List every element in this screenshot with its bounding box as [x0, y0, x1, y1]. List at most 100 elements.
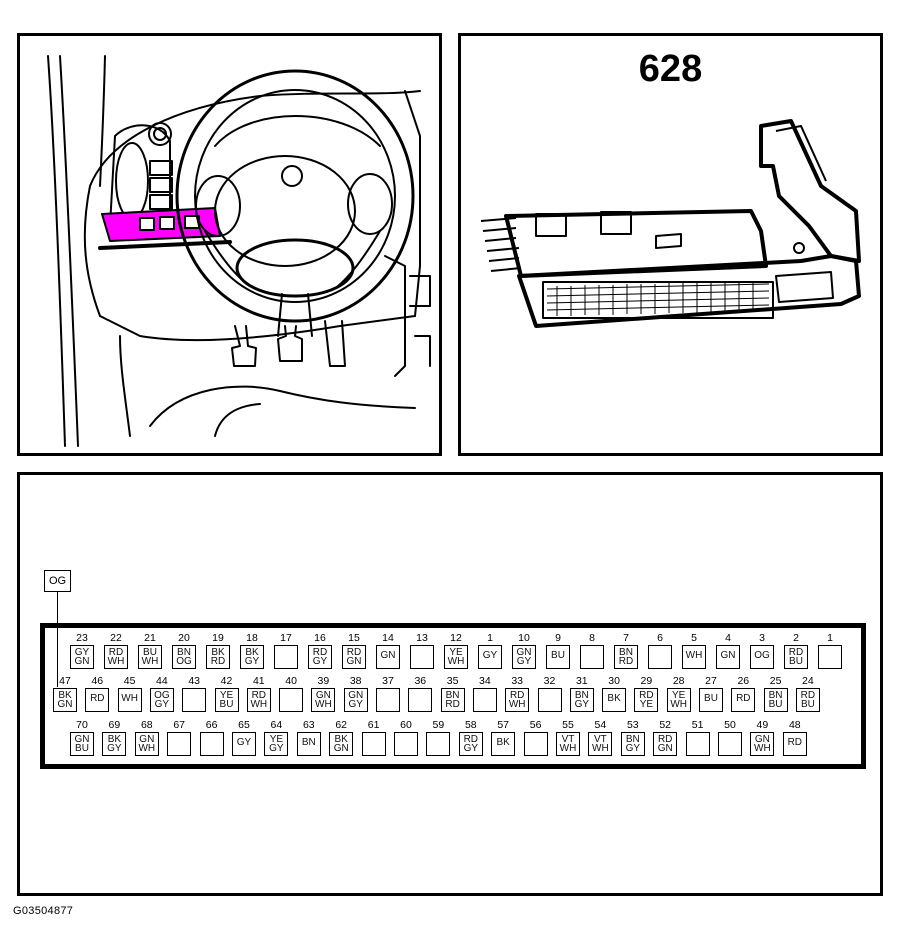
- wire-color-code: BU: [219, 699, 234, 710]
- pin-cavity: [580, 645, 604, 669]
- wire-color-code: WH: [107, 656, 125, 667]
- pin-number: 12: [450, 632, 462, 644]
- wire-color-code: RD: [618, 656, 634, 667]
- pin-number: 53: [626, 719, 639, 731]
- wire-color-code: BN: [301, 737, 316, 748]
- wire-color-code: RD: [639, 690, 654, 701]
- pin-number: 32: [543, 675, 556, 687]
- wire-color-code: WH: [754, 743, 771, 754]
- wire-color-code: WH: [138, 743, 156, 754]
- wire-color-code: RD: [463, 734, 479, 745]
- pin-cavity: [274, 645, 298, 669]
- wire-color-code: BK: [245, 647, 259, 658]
- wire-color-code: GY: [348, 699, 363, 710]
- wire-color-code: GY: [74, 647, 90, 658]
- pin-number: 50: [724, 719, 736, 731]
- pin-number: 57: [497, 719, 510, 731]
- pin-number: 40: [285, 675, 297, 687]
- connector-view-panel: 628: [458, 33, 883, 456]
- pin-number: 41: [252, 675, 265, 687]
- wire-color-code: WH: [315, 699, 332, 710]
- wire-color-code: BN: [625, 734, 640, 745]
- pin-cavity: RD: [731, 688, 756, 712]
- pin-cavity: GN: [716, 645, 740, 669]
- pin-number: 58: [464, 719, 477, 731]
- pin-number: 66: [205, 719, 218, 731]
- wire-color-code: GY: [463, 743, 479, 754]
- pin-cavity: BN: [296, 732, 321, 756]
- wire-color-code: RD: [657, 734, 673, 745]
- pin-number: 7: [623, 632, 629, 644]
- pin-cavity: [410, 645, 434, 669]
- wire-color-code: GY: [236, 737, 252, 748]
- wire-color-code: BU: [800, 699, 815, 710]
- connector-illustration: [480, 119, 861, 328]
- wire-color-code: GN: [139, 734, 155, 745]
- wire-color-code: WH: [559, 743, 577, 754]
- wire-color-code: WH: [592, 743, 609, 754]
- pin-cavity: RD: [782, 732, 807, 756]
- pin-number: 13: [416, 632, 428, 644]
- wire-color-code: YE: [672, 690, 686, 701]
- pin-number: 18: [246, 632, 258, 644]
- pin-number: 5: [691, 632, 697, 644]
- wire-color-code: GN: [348, 690, 364, 701]
- leader-color-label: OG: [44, 570, 71, 592]
- pin-cavity: [376, 688, 400, 712]
- wire-color-code: BU: [768, 699, 783, 710]
- pin-cavity: [718, 732, 742, 756]
- pin-number: 26: [737, 675, 750, 687]
- wire-color-code: GN: [346, 656, 362, 667]
- pin-number: 20: [178, 632, 190, 644]
- wire-color-code: YE: [639, 699, 654, 710]
- pin-number: 61: [367, 719, 380, 731]
- pin-number: 3: [759, 632, 765, 644]
- pin-cavity: BU: [546, 645, 570, 669]
- wire-color-code: WH: [670, 699, 688, 710]
- pin-number: 51: [691, 719, 704, 731]
- pin-cavity: GY: [478, 645, 502, 669]
- wire-color-code: GN: [333, 743, 349, 754]
- wire-color-code: GY: [516, 656, 532, 667]
- pin-number: 35: [446, 675, 459, 687]
- wire-color-code: GN: [57, 699, 73, 710]
- pin-number: 21: [144, 632, 156, 644]
- leader-line: [57, 592, 58, 687]
- connector-face: [40, 623, 866, 769]
- pin-cavity: [182, 688, 207, 712]
- wire-color-code: BK: [211, 647, 225, 658]
- pin-number: 15: [348, 632, 360, 644]
- pin-number: 54: [594, 719, 607, 731]
- pin-number: 8: [589, 632, 595, 644]
- pin-cavity: [167, 732, 192, 756]
- wire-color-code: GN: [74, 656, 90, 667]
- wire-color-code: BK: [58, 690, 72, 701]
- wire-color-code: VT: [594, 734, 607, 745]
- pin-cavity: BK: [602, 688, 627, 712]
- pin-number: 30: [608, 675, 620, 687]
- wire-color-code: BN: [445, 690, 460, 701]
- wire-color-code: RD: [312, 647, 328, 658]
- pin-number: 64: [270, 719, 283, 731]
- wire-color-code: OG: [154, 690, 170, 701]
- wire-color-code: RD: [251, 690, 267, 701]
- pin-number: 10: [518, 632, 530, 644]
- dashboard-location-panel: [17, 33, 442, 456]
